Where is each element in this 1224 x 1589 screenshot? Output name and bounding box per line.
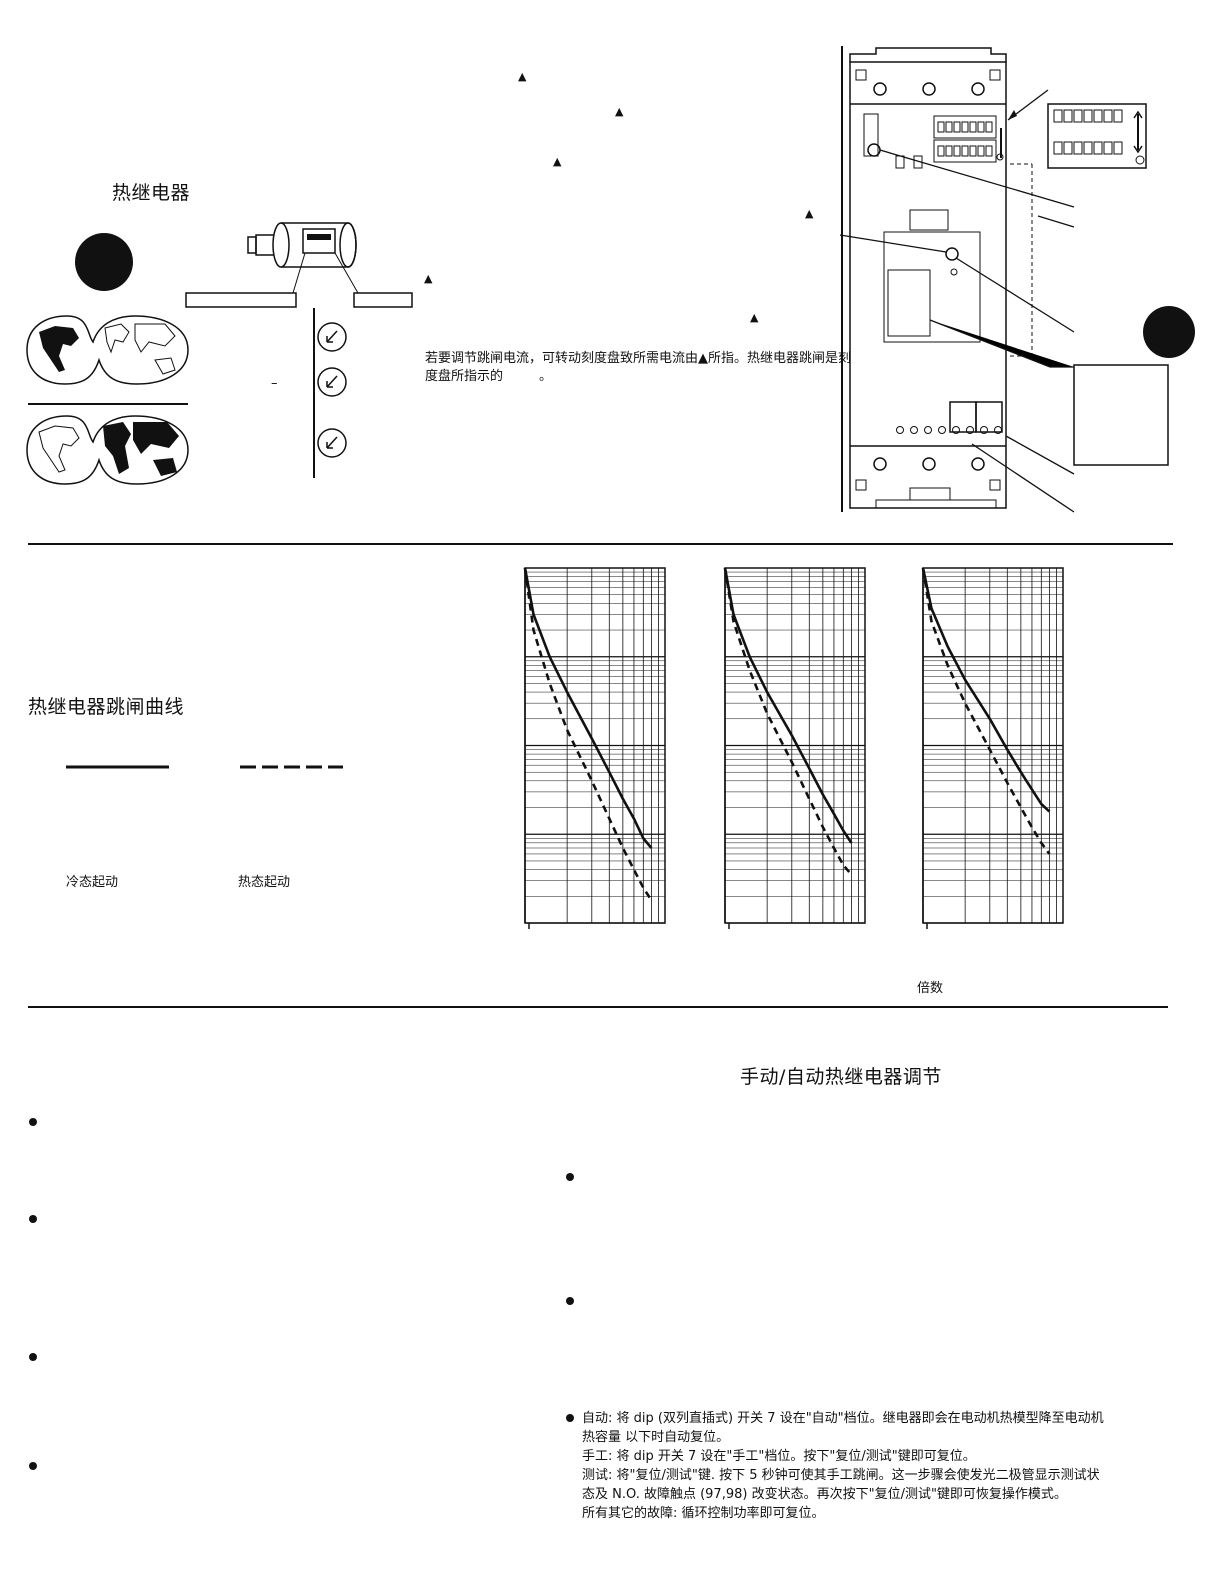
dial-icon-3 [317, 428, 347, 458]
bullet-point [29, 1353, 37, 1361]
world-map-top-icon [26, 315, 189, 385]
instruction-line-2-end: 。 [539, 369, 553, 384]
bullet-point [29, 1215, 37, 1223]
legend-solid-line [66, 765, 169, 769]
triangle-marker: ▲ [518, 70, 527, 83]
triangle-marker: ▲ [805, 207, 814, 220]
cold-start-curve [921, 567, 1051, 813]
instruction-line-2-text: 度盘所指示的 [425, 369, 504, 384]
section-divider-2 [28, 1006, 1168, 1008]
instruction-line-1: 若要调节跳闸电流，可转动刻度盘致所需电流由▲所指。热继电器跳闸是刻 [425, 351, 851, 366]
legend-label-hot: 热态起动 [238, 875, 291, 890]
mode-line: 态及 N.O. 故障触点 (97,98) 改变状态。再次按下"复位/测试"键即可… [582, 1487, 1067, 1502]
dial-icon-1 [317, 322, 347, 352]
cold-start-curve [523, 567, 653, 849]
bullet-point [566, 1297, 574, 1305]
trip-curve-chart-1 [523, 567, 666, 929]
section-divider-1 [28, 543, 1173, 545]
bullet-point [566, 1173, 574, 1181]
world-map-bottom-icon [26, 415, 189, 485]
legend-label-cold: 冷态起动 [66, 875, 119, 890]
hot-start-curve [723, 567, 853, 876]
dial-icon-2 [317, 367, 347, 397]
triangle-marker: ▲ [615, 105, 624, 118]
mode-line: 测试: 将"复位/测试"键. 按下 5 秒钟可使其手工跳闸。这一步骤会使发光二极… [582, 1468, 1100, 1483]
dash-mark: – [271, 376, 278, 391]
section2-title: 热继电器跳闸曲线 [28, 696, 185, 718]
black-circle-badge-right [1143, 306, 1195, 358]
black-circle-badge-left [75, 233, 133, 291]
relay-device-diagram [839, 46, 1169, 513]
section1-title: 热继电器 [112, 182, 191, 204]
mode-line: 热容量 以下时自动复位。 [582, 1430, 730, 1445]
triangle-marker: ▲ [553, 155, 562, 168]
legend-dashed-line [240, 765, 343, 769]
x-axis-word: 倍数 [917, 981, 944, 996]
hot-start-curve [921, 567, 1051, 855]
map-divider [28, 403, 188, 405]
mode-description-block: 自动: 将 dip (双列直插式) 开关 7 设在"自动"档位。继电器即会在电动… [582, 1409, 1104, 1523]
trip-curve-chart-3 [921, 567, 1064, 929]
bullet-point [566, 1414, 574, 1422]
instruction-line-2: 度盘所指示的 。 [425, 367, 552, 386]
cold-start-curve [723, 567, 853, 844]
mode-line: 手工: 将 dip 开关 7 设在"手工"档位。按下"复位/测试"键即可复位。 [582, 1449, 976, 1464]
mode-line: 所有其它的故障: 循环控制功率即可复位。 [582, 1506, 825, 1521]
bullet-point [29, 1118, 37, 1126]
motor-illustration [185, 222, 413, 308]
hot-start-curve [523, 567, 653, 902]
bullet-point [29, 1462, 37, 1470]
mode-line: 自动: 将 dip (双列直插式) 开关 7 设在"自动"档位。继电器即会在电动… [582, 1411, 1104, 1426]
triangle-marker: ▲ [750, 311, 759, 324]
section3-title: 手动/自动热继电器调节 [740, 1066, 942, 1088]
dial-column-divider [313, 308, 315, 478]
trip-curve-chart-2 [723, 567, 866, 929]
triangle-marker: ▲ [424, 272, 433, 285]
